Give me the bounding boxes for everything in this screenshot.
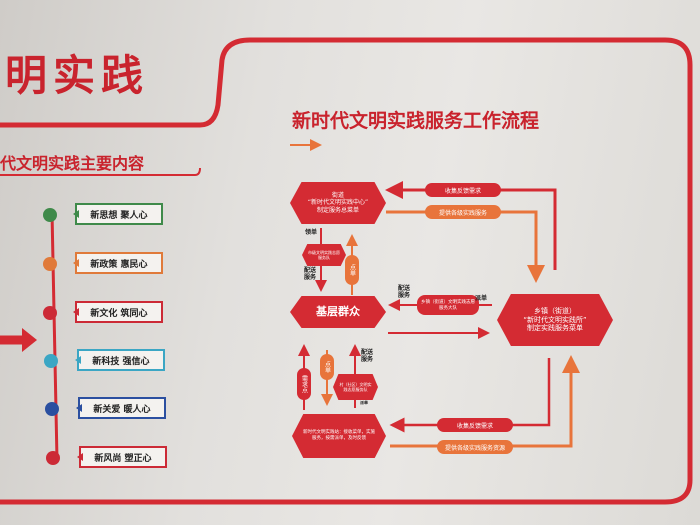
timeline-dot — [43, 257, 57, 271]
deliver-label: 配送服务 — [304, 267, 317, 281]
content-item: 新科技 强信心 — [75, 349, 165, 371]
mid-team-label: 乡镇（街道）文明实践志愿服务大队 — [417, 295, 479, 315]
content-item: 新思想 聚人心 — [73, 203, 163, 225]
upper-team-node: 市级文明实践志愿服务队 — [302, 244, 346, 266]
dispatch-label: 派单 — [475, 295, 488, 302]
content-item: 新政策 惠民心 — [73, 252, 163, 274]
mid-deliver-label: 配送服务 — [398, 285, 411, 299]
lower-dispatch-label: 派单 — [360, 400, 368, 405]
station-node: 新时代文明实践站：接收菜单，实施服务，按需派单，及时反馈 — [292, 414, 386, 458]
banner-title: 明实践 — [5, 51, 150, 100]
content-item: 新文化 筑同心 — [73, 301, 163, 323]
flow-title: 新时代文明实践服务工作流程 — [292, 110, 540, 132]
bottom-provide-label: 提供各级实践服务资源 — [437, 440, 513, 454]
node-line: 街道 — [331, 191, 344, 199]
node-line: “新时代文明实践中心” — [307, 199, 369, 207]
bottom-feedback-label: 收集反馈需求 — [437, 418, 513, 432]
masses-node: 基层群众 — [290, 296, 386, 328]
lower-order-label: 点单 — [320, 354, 334, 380]
content-item: 新关爱 暖人心 — [76, 397, 166, 419]
content-item: 新风尚 塑正心 — [77, 446, 167, 468]
lower-deliver-label: 配送服务 — [361, 349, 374, 363]
node-line: “新时代文明实践所” — [523, 315, 587, 324]
lead-order-label: 领单 — [305, 229, 318, 236]
top-feedback-label: 收集反馈需求 — [425, 183, 501, 197]
timeline-dot — [43, 306, 57, 320]
node-line: 制定服务总菜单 — [316, 206, 359, 214]
village-team-node: 村（社区）文明实践志愿服务队 — [333, 374, 378, 400]
demand-point-label: 需求点 — [297, 368, 311, 400]
timeline-dot — [44, 354, 58, 368]
node-line: 制定实践服务菜单 — [527, 324, 583, 333]
node-line: 乡镇（街道） — [534, 306, 576, 315]
left-heading: 代文明实践主要内容 — [0, 154, 145, 173]
center-node: 街道 “新时代文明实践中心” 制定服务总菜单 — [290, 182, 386, 224]
town-node: 乡镇（街道） “新时代文明实践所” 制定实践服务菜单 — [497, 294, 613, 346]
timeline-dot — [43, 208, 57, 222]
top-provide-label: 提供各级实践服务 — [425, 205, 501, 219]
timeline-dot — [45, 402, 59, 416]
order-label: 点单 — [345, 255, 359, 285]
timeline-dot — [46, 451, 60, 465]
